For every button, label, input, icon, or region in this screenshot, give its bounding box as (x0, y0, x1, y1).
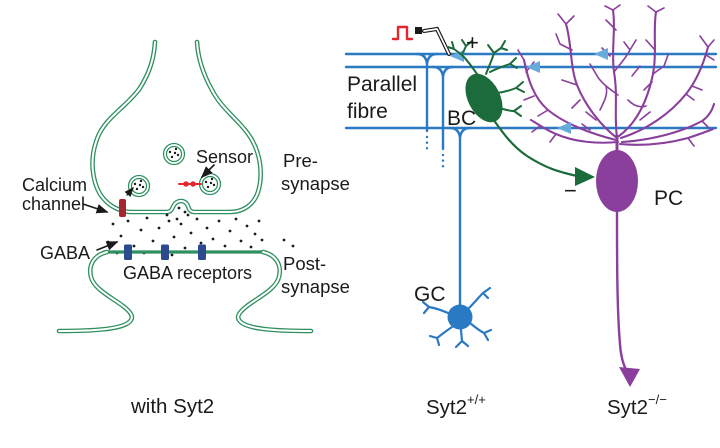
gaba-label: GABA (40, 243, 90, 263)
wildtype-superscript: +/+ (467, 392, 486, 407)
bc-synapse-terminal (575, 167, 595, 186)
purkinje-cell (517, 4, 716, 387)
postsynaptic-membrane-right-inner (237, 251, 312, 332)
gaba-receptors (124, 244, 206, 260)
postsynaptic-membrane-left-inner (58, 251, 133, 332)
excitatory-plus-sign: + (466, 30, 479, 55)
bc-axon (489, 114, 579, 178)
parallel-fibre-label-line2: fibre (347, 100, 388, 123)
gaba-arrow (96, 241, 119, 251)
gc-dendrites (421, 286, 493, 349)
stimulus-electrode (391, 25, 451, 56)
knockout-superscript: −/− (648, 392, 667, 407)
purkinje-cell-label: PC (654, 187, 683, 210)
presynaptic-terminal-membrane (90, 39, 263, 215)
gaba-molecule-dots (106, 206, 295, 257)
pc-axon (615, 209, 630, 375)
pulse-icon (391, 25, 414, 41)
syt2-sensor (178, 181, 202, 187)
wildtype-label: Syt2 (426, 396, 467, 419)
electrode-contact (415, 27, 422, 34)
vesicle-transmitter-dots (133, 147, 216, 191)
presynapse-label-line2: synapse (281, 173, 350, 194)
sensor-arrow (200, 164, 215, 179)
presynapse-label-line1: Pre- (283, 150, 318, 171)
pc-axon-arrowhead (619, 367, 640, 387)
granule-cell-label: GC (414, 283, 446, 306)
gaba-receptors-label: GABA receptors (123, 263, 252, 283)
basket-cell (447, 39, 595, 186)
knockout-label: Syt2 (607, 396, 648, 419)
postsynapse-label-line1: Post- (283, 253, 326, 274)
calcium-channel (119, 199, 126, 217)
postsynaptic-membrane-left (56, 249, 135, 334)
pc-dendrite-twigs (517, 4, 715, 147)
parallel-fibre-label-line1: Parallel (347, 73, 417, 96)
calcium-channel-label-line2: channel (22, 194, 85, 214)
presynapse-diagram: Calcium channel Sensor GABA GABA recepto… (22, 39, 350, 418)
calcium-channel-arrow (82, 203, 109, 214)
sensor-label: Sensor (196, 147, 253, 167)
calcium-influx-dashed-arrow (124, 187, 134, 197)
left-caption: with Syt2 (130, 395, 214, 418)
circuit-diagram: Parallel fibre + BC PC GC − Syt2 +/+ Syt… (344, 4, 718, 419)
postsynapse-label-line2: synapse (281, 276, 350, 297)
basket-cell-label: BC (447, 107, 476, 130)
granule-cell (421, 286, 493, 349)
pc-dendritic-tree (522, 8, 716, 146)
gc-soma (447, 304, 473, 330)
bc-soma (465, 73, 503, 123)
calcium-channel-label-line1: Calcium (22, 175, 87, 195)
pc-soma (596, 150, 638, 212)
presynaptic-membrane-inner (91, 41, 262, 213)
inhibitory-minus-sign: − (564, 178, 577, 203)
